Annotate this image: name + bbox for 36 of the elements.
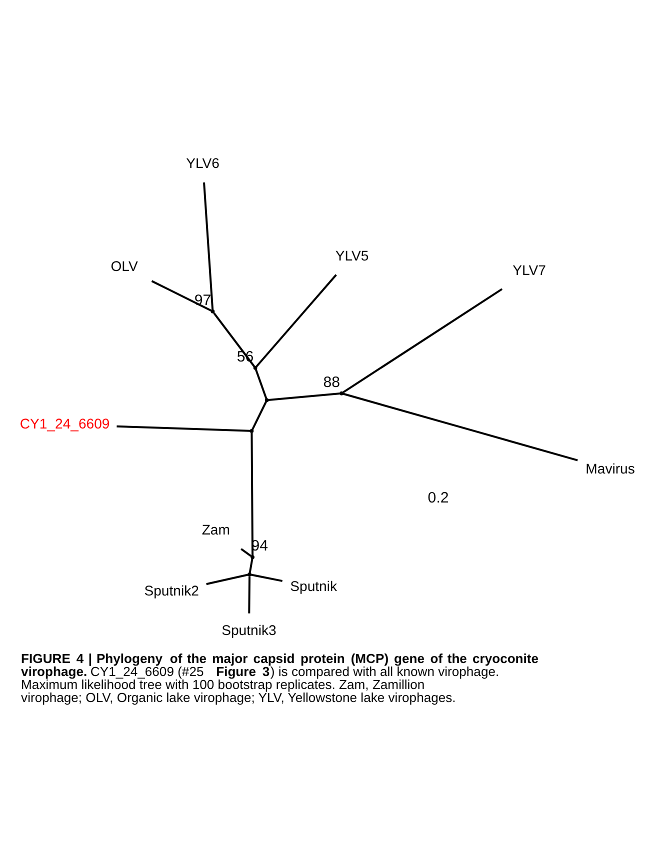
connector — [206, 574, 248, 586]
connector — [248, 558, 253, 574]
node-label: 88 — [322, 374, 340, 391]
node-text: CY1_24_6609 — [19, 415, 110, 432]
node-point — [252, 366, 257, 370]
connector — [254, 369, 267, 400]
node-point — [250, 555, 254, 560]
node-text: YLV5 — [334, 247, 368, 264]
node-text: Sputnik — [290, 578, 337, 594]
connector — [250, 574, 282, 582]
node-text: YLV6 — [186, 154, 219, 171]
caption: FIGURE 4 | Phylogeny of the major capsid protein (MCP) gene of the cryoconite virophage. CY1_24_6609 (#25 Figure 3) is compared with all known virophage. Maximum likelihood tree with 100 bootstrap replicates. Zam, Zamillion virophage; OLV, Organic lake virophage; YLV, Yellowstone lake virophages. — [20, 651, 538, 706]
node-point — [249, 429, 254, 433]
connector — [255, 274, 336, 368]
connector — [248, 576, 250, 614]
connector — [342, 392, 578, 462]
connector — [342, 288, 502, 394]
connector — [240, 548, 252, 557]
node-text: Sputnik3 — [221, 622, 276, 638]
connector — [116, 425, 250, 432]
connector — [250, 401, 266, 430]
node-text: Mavirus — [585, 460, 634, 476]
connector — [268, 392, 340, 402]
connector — [150, 280, 212, 312]
label: 0.2 — [427, 489, 448, 506]
node-text: Zam — [201, 521, 230, 538]
connector — [202, 182, 214, 310]
node-text: OLV — [110, 258, 138, 274]
connector — [212, 312, 255, 368]
node-point — [210, 309, 214, 314]
node-text: YLV7 — [512, 262, 546, 278]
connector — [250, 432, 254, 556]
node-text: Sputnik2 — [144, 582, 198, 599]
node-point — [264, 398, 268, 402]
node-point — [247, 572, 251, 576]
node-point — [339, 391, 344, 396]
